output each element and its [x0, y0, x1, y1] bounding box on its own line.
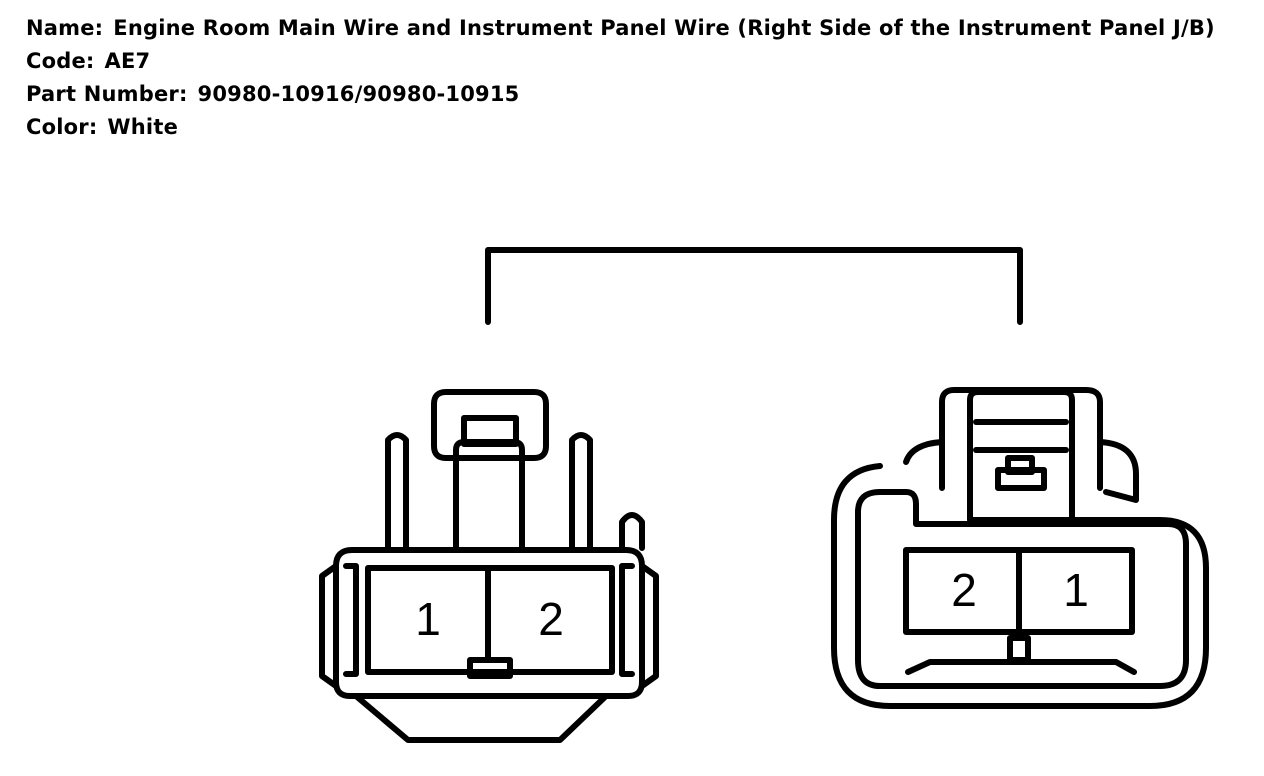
right-key [1007, 635, 1031, 663]
left-side-slot-left [343, 563, 359, 677]
color-label: Color: [26, 115, 98, 139]
part-number-value: 90980-10916/90980-10915 [197, 82, 520, 106]
right-lock-tab-tip [1005, 455, 1035, 475]
left-post-outer-left [385, 432, 409, 551]
code-row: Code: AE7 [26, 45, 1215, 78]
color-row: Color: White [26, 111, 1215, 144]
right-connector [831, 387, 1209, 709]
left-side-tab-left [319, 563, 339, 689]
right-pin-2: 2 [951, 564, 977, 616]
name-value: Engine Room Main Wire and Instrument Pan… [113, 16, 1215, 40]
color-value: White [107, 115, 179, 139]
part-number-row: Part Number: 90980-10916/90980-10915 [26, 78, 1215, 111]
left-side-tab-right [639, 563, 659, 689]
left-post-small [619, 512, 645, 551]
left-pin-2: 2 [538, 593, 564, 645]
left-post-outer-right [569, 432, 593, 551]
right-lock-housing [939, 387, 1103, 491]
left-connector-base [353, 693, 609, 743]
name-label: Name: [26, 16, 104, 40]
right-connector-face [855, 489, 1189, 689]
code-label: Code: [26, 49, 95, 73]
name-row: Name: Engine Room Main Wire and Instrumen… [26, 12, 1215, 45]
part-number-label: Part Number: [26, 82, 188, 106]
left-connector-body [333, 547, 645, 699]
left-connector [319, 389, 659, 743]
right-lock-ear-left [903, 439, 945, 465]
right-lock-ear-right [1097, 439, 1139, 503]
connector-info: Name: Engine Room Main Wire and Instrumen… [26, 12, 1215, 144]
right-pin-1: 1 [1063, 564, 1089, 616]
right-bottom-rail [905, 659, 1137, 675]
left-lock-latch [431, 389, 549, 461]
left-key [467, 657, 513, 679]
left-pin-1: 1 [415, 593, 441, 645]
left-lock-window [461, 415, 519, 447]
code-value: AE7 [104, 49, 151, 73]
mating-bracket [485, 247, 1023, 325]
left-side-slot-right [619, 563, 635, 677]
